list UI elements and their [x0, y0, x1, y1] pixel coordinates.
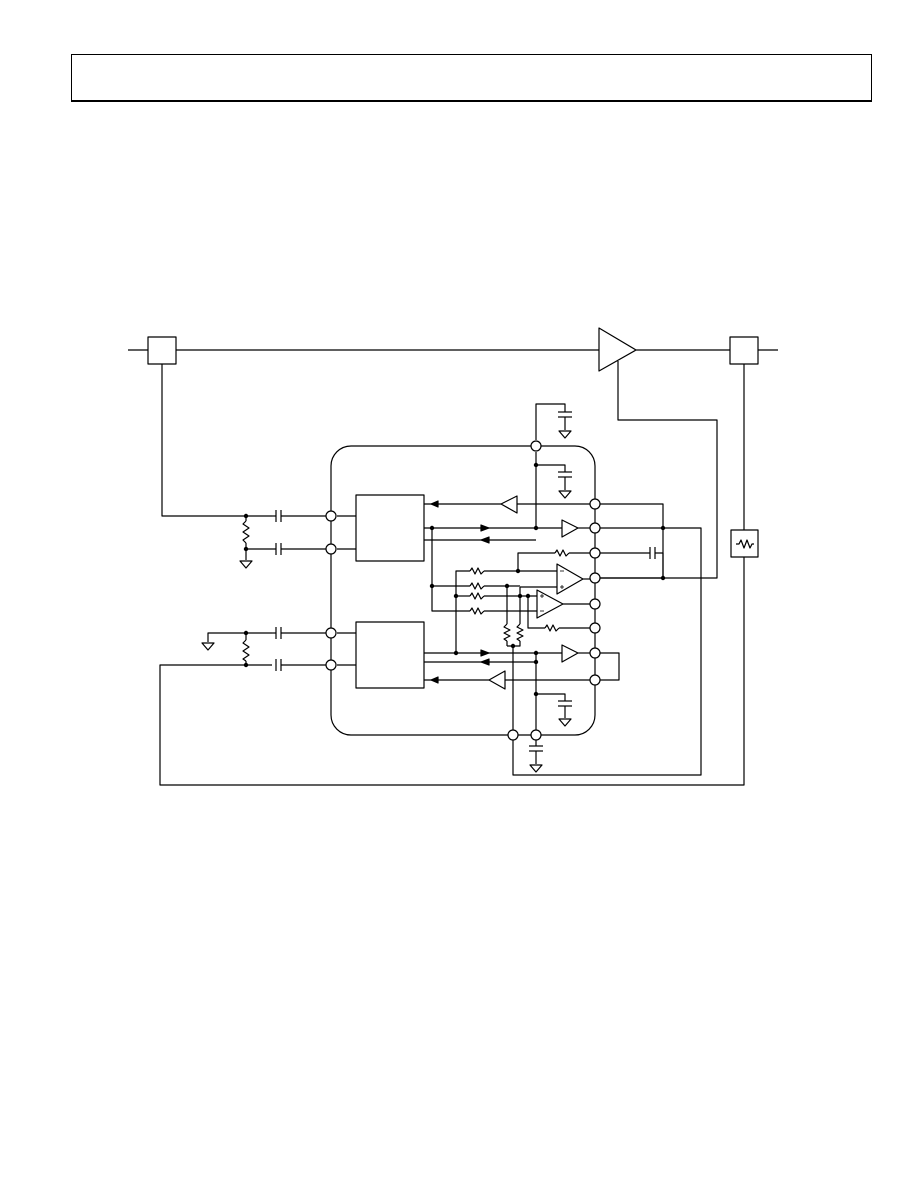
junction-dots — [243, 462, 666, 697]
bottom-input-coupling — [201, 627, 326, 671]
buffer-triangle-left — [488, 670, 506, 690]
resistor-zigzag-icon — [469, 607, 485, 615]
upper-block-paths — [424, 495, 590, 544]
ground-symbol-icon — [558, 430, 572, 439]
bottom-supply-decoupling — [529, 653, 572, 773]
pin-right-3 — [589, 547, 601, 559]
pin-left-4 — [325, 659, 337, 671]
input-tap-wire — [161, 364, 272, 517]
pin-bottom-2 — [530, 729, 542, 741]
pin-right-5 — [589, 598, 601, 610]
buffer-triangle-left — [500, 495, 518, 514]
opamp-network — [431, 528, 664, 730]
chip-pins — [325, 440, 601, 741]
pin-right-8 — [589, 674, 601, 686]
buffer-triangle-right — [561, 644, 579, 663]
chip-outline — [330, 445, 596, 736]
pin-right-6 — [589, 622, 601, 634]
resistor-zigzag-icon — [554, 549, 570, 557]
ground-symbol-icon — [558, 490, 572, 499]
pin-left-3 — [325, 627, 337, 639]
ground-symbol-icon — [239, 560, 253, 569]
opamp-polarity-marks — [540, 570, 564, 612]
ground-symbol-icon — [529, 764, 543, 773]
resistor-zigzag-icon — [503, 623, 511, 642]
page-header-box — [71, 54, 872, 102]
lower-block-paths — [424, 644, 620, 690]
amp-control-wire — [596, 361, 718, 579]
resistor-zigzag-icon — [544, 624, 560, 632]
pin-right-2 — [589, 522, 601, 534]
ground-symbol-icon — [201, 642, 215, 651]
pin-right-7 — [589, 647, 601, 659]
opamp-lower-triangle — [536, 589, 564, 619]
lower-internal-block — [355, 621, 425, 689]
opamp-upper-triangle — [556, 563, 584, 595]
bottom-return-wire — [159, 557, 745, 786]
resistor-zigzag-icon — [469, 567, 485, 575]
resistor-zigzag-icon — [242, 639, 250, 662]
main-amplifier-triangle — [598, 327, 637, 372]
resistor-zigzag-icon — [242, 520, 250, 544]
resistor-zigzag-icon — [469, 582, 485, 590]
output-connector-box — [729, 336, 759, 365]
top-supply-decoupling — [535, 403, 572, 528]
pin-top-1 — [530, 440, 542, 452]
buffer-triangle-right — [561, 519, 579, 538]
resistor-zigzag-icon — [736, 539, 754, 549]
ground-symbol-icon — [558, 718, 572, 727]
pin-right-4 — [589, 572, 601, 584]
pin-left-1 — [325, 510, 337, 522]
resistor-zigzag-icon — [516, 623, 524, 642]
pin-bottom-1 — [507, 729, 519, 741]
input-connector-box — [147, 336, 177, 365]
pin-left-2 — [325, 543, 337, 555]
pin-right-1 — [589, 498, 601, 510]
top-input-coupling — [239, 510, 326, 569]
resistor-zigzag-icon — [469, 592, 485, 600]
upper-internal-block — [355, 494, 425, 562]
